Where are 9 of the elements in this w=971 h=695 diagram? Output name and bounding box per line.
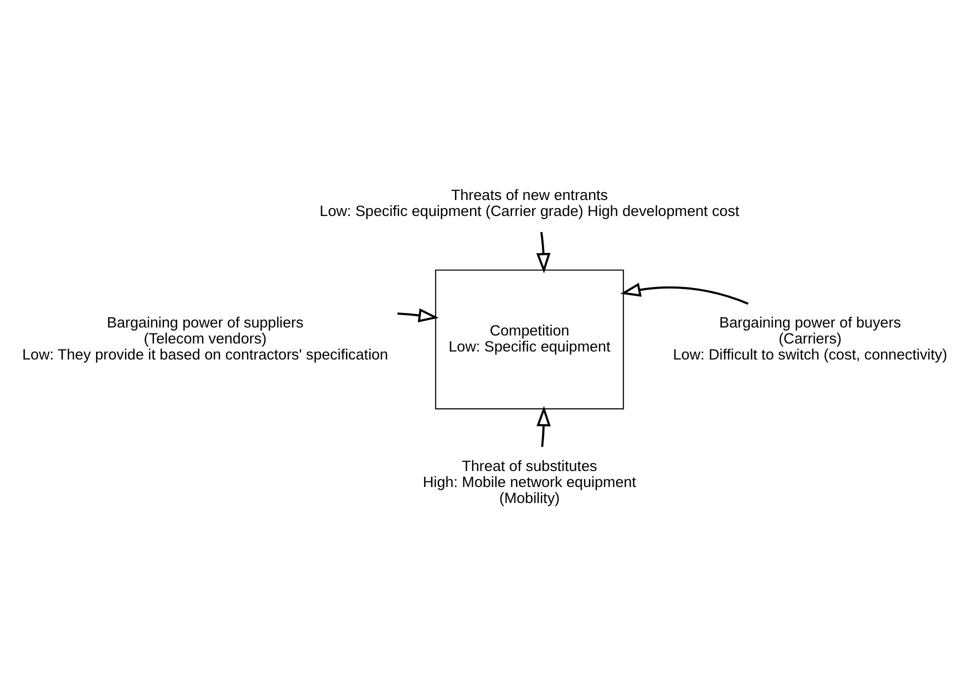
arrow (536, 232, 551, 274)
node-text: Threats of new entrants Low: Specific equipment (Carrier grade) High development cost (320, 186, 740, 220)
node-text: Threat of substitutes High: Mobile network equipment (Mobility) (422, 458, 636, 507)
arrow (397, 308, 439, 322)
node-box: Competition Low: Specific equipment (435, 270, 624, 410)
node-text: Bargaining power of suppliers (Telecom vendors) Low: They provide it based on contractors' specification (22, 314, 388, 364)
arrow (620, 282, 749, 305)
arrow (536, 406, 551, 448)
node-text: Bargaining power of buyers (Carriers) Low: Difficult to switch (cost, connectivity) (672, 314, 948, 364)
